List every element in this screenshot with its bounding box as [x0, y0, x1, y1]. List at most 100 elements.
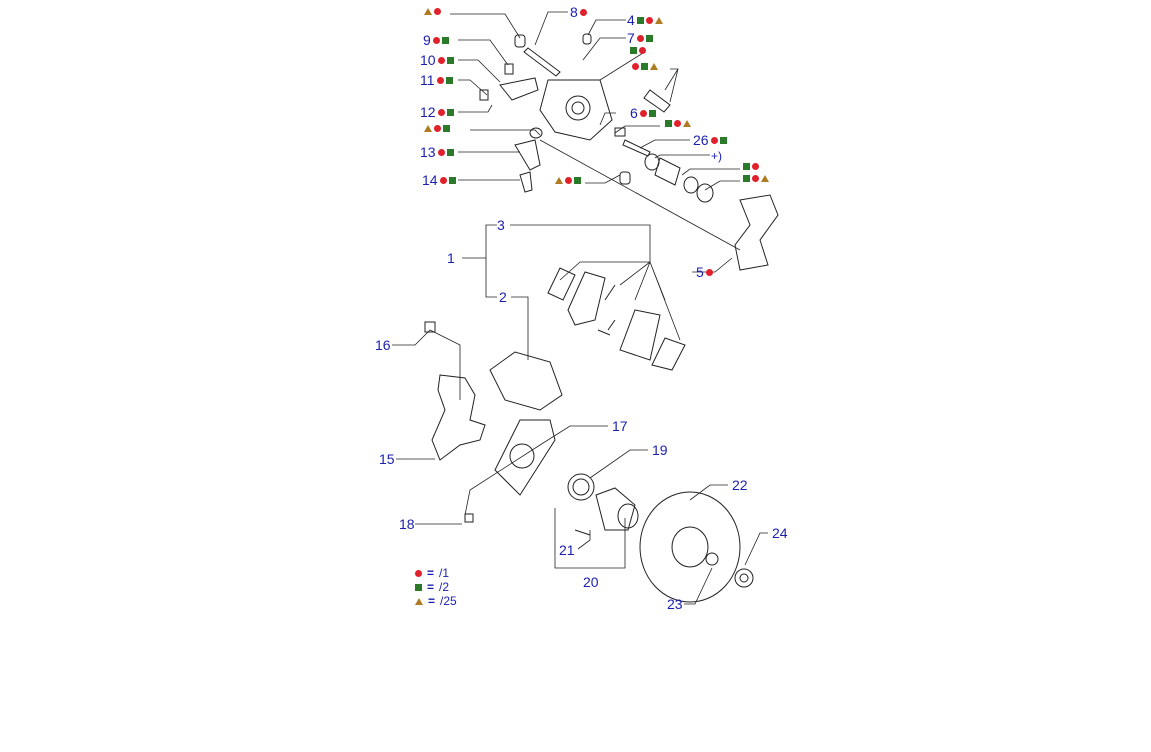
square-marker-icon [446, 148, 454, 156]
callout-number: 19 [652, 442, 668, 458]
hub-and-knuckle [424, 321, 754, 603]
callout-markers [424, 8, 441, 15]
triangle-marker-icon [424, 125, 432, 132]
legend: =/1 =/2 =/25 [415, 566, 457, 608]
callout-number: 23 [667, 596, 683, 612]
dot-marker-icon [439, 176, 447, 184]
callout-number: 26 [693, 132, 709, 148]
square-marker-icon [743, 175, 750, 182]
callout-number: 8 [570, 4, 578, 20]
callout-number: 1 [447, 250, 455, 266]
callout-plus: +) [711, 149, 722, 163]
brake-pads [547, 267, 686, 371]
dot-marker-icon [437, 56, 445, 64]
dot-marker-icon [437, 148, 445, 156]
legend-value: /1 [439, 566, 450, 580]
callout-20: 20 [583, 575, 599, 589]
callout-2: 2 [499, 290, 507, 304]
callout-26: 26 [693, 133, 727, 147]
callout-number: 11 [420, 72, 435, 88]
square-marker-icon [719, 136, 727, 144]
triangle-marker-icon [654, 16, 663, 24]
square-marker-icon [641, 63, 648, 70]
triangle-marker-icon [650, 63, 658, 70]
square-marker-icon [665, 120, 672, 127]
callout-number: 9 [423, 32, 431, 48]
callout-markers [630, 47, 646, 54]
square-marker-icon [645, 34, 653, 42]
dot-marker-icon [415, 569, 422, 577]
dot-marker-icon [674, 120, 681, 127]
triangle-marker-icon [415, 597, 423, 605]
callout-17: 17 [612, 419, 628, 433]
callout-22: 22 [732, 478, 748, 492]
callout-15: 15 [379, 452, 395, 466]
callout-8: 8 [570, 5, 587, 19]
callout-number: 7 [627, 30, 635, 46]
dot-marker-icon [565, 177, 572, 184]
callout-number: 12 [420, 104, 436, 120]
callout-21: 21 [559, 543, 575, 557]
dot-marker-icon [432, 36, 440, 44]
square-marker-icon [630, 47, 637, 54]
dot-marker-icon [710, 136, 718, 144]
callout-number: 21 [559, 542, 575, 558]
callout-14: 14 [422, 173, 456, 187]
callout-9: 9 [423, 33, 449, 47]
square-marker-icon [448, 176, 456, 184]
dot-marker-icon [436, 76, 444, 84]
callout-number: 22 [732, 477, 748, 493]
square-marker-icon [446, 108, 454, 116]
callout-number: 16 [375, 337, 391, 353]
square-marker-icon [648, 109, 656, 117]
callout-number: 17 [612, 418, 628, 434]
callout-markers [555, 177, 581, 184]
callout-markers [632, 63, 658, 70]
callout-number: 2 [499, 289, 507, 305]
dot-marker-icon [632, 63, 639, 70]
callout-6: 6 [630, 106, 656, 120]
legend-value: /2 [439, 580, 450, 594]
square-marker-icon [574, 177, 581, 184]
callout-10: 10 [420, 53, 454, 67]
callout-number: 6 [630, 105, 638, 121]
dot-marker-icon [434, 125, 441, 132]
dot-marker-icon [579, 8, 587, 16]
callout-19: 19 [652, 443, 668, 457]
callout-18: 18 [399, 517, 415, 531]
callout-number: 5 [696, 264, 704, 280]
dot-marker-icon [752, 175, 759, 182]
leader-lines [392, 11, 768, 605]
dot-marker-icon [639, 109, 647, 117]
square-marker-icon [415, 583, 422, 591]
callout-number: +) [711, 149, 723, 163]
callout-3: 3 [497, 218, 505, 232]
callout-11: 11 [420, 73, 453, 87]
legend-row-dot: =/1 [415, 566, 457, 580]
callout-23: 23 [667, 597, 683, 611]
triangle-marker-icon [683, 120, 691, 127]
callout-markers [743, 163, 759, 170]
dot-marker-icon [752, 163, 759, 170]
dot-marker-icon [705, 268, 713, 276]
dot-marker-icon [434, 8, 441, 15]
callout-number: 18 [399, 516, 415, 532]
caliper-assembly [479, 33, 779, 271]
legend-value: /25 [440, 594, 457, 608]
callout-number: 13 [420, 144, 436, 160]
callout-number: 4 [627, 12, 635, 28]
dot-marker-icon [645, 16, 653, 24]
callout-16: 16 [375, 338, 391, 352]
square-marker-icon [743, 163, 750, 170]
triangle-marker-icon [761, 175, 769, 182]
callout-24: 24 [772, 526, 788, 540]
callout-number: 20 [583, 574, 599, 590]
square-marker-icon [443, 125, 450, 132]
callout-number: 10 [420, 52, 436, 68]
callout-1: 1 [447, 251, 455, 265]
callout-markers [665, 120, 691, 127]
callout-7: 7 [627, 31, 653, 45]
square-marker-icon [446, 56, 454, 64]
callout-number: 14 [422, 172, 438, 188]
callout-markers [424, 125, 450, 132]
